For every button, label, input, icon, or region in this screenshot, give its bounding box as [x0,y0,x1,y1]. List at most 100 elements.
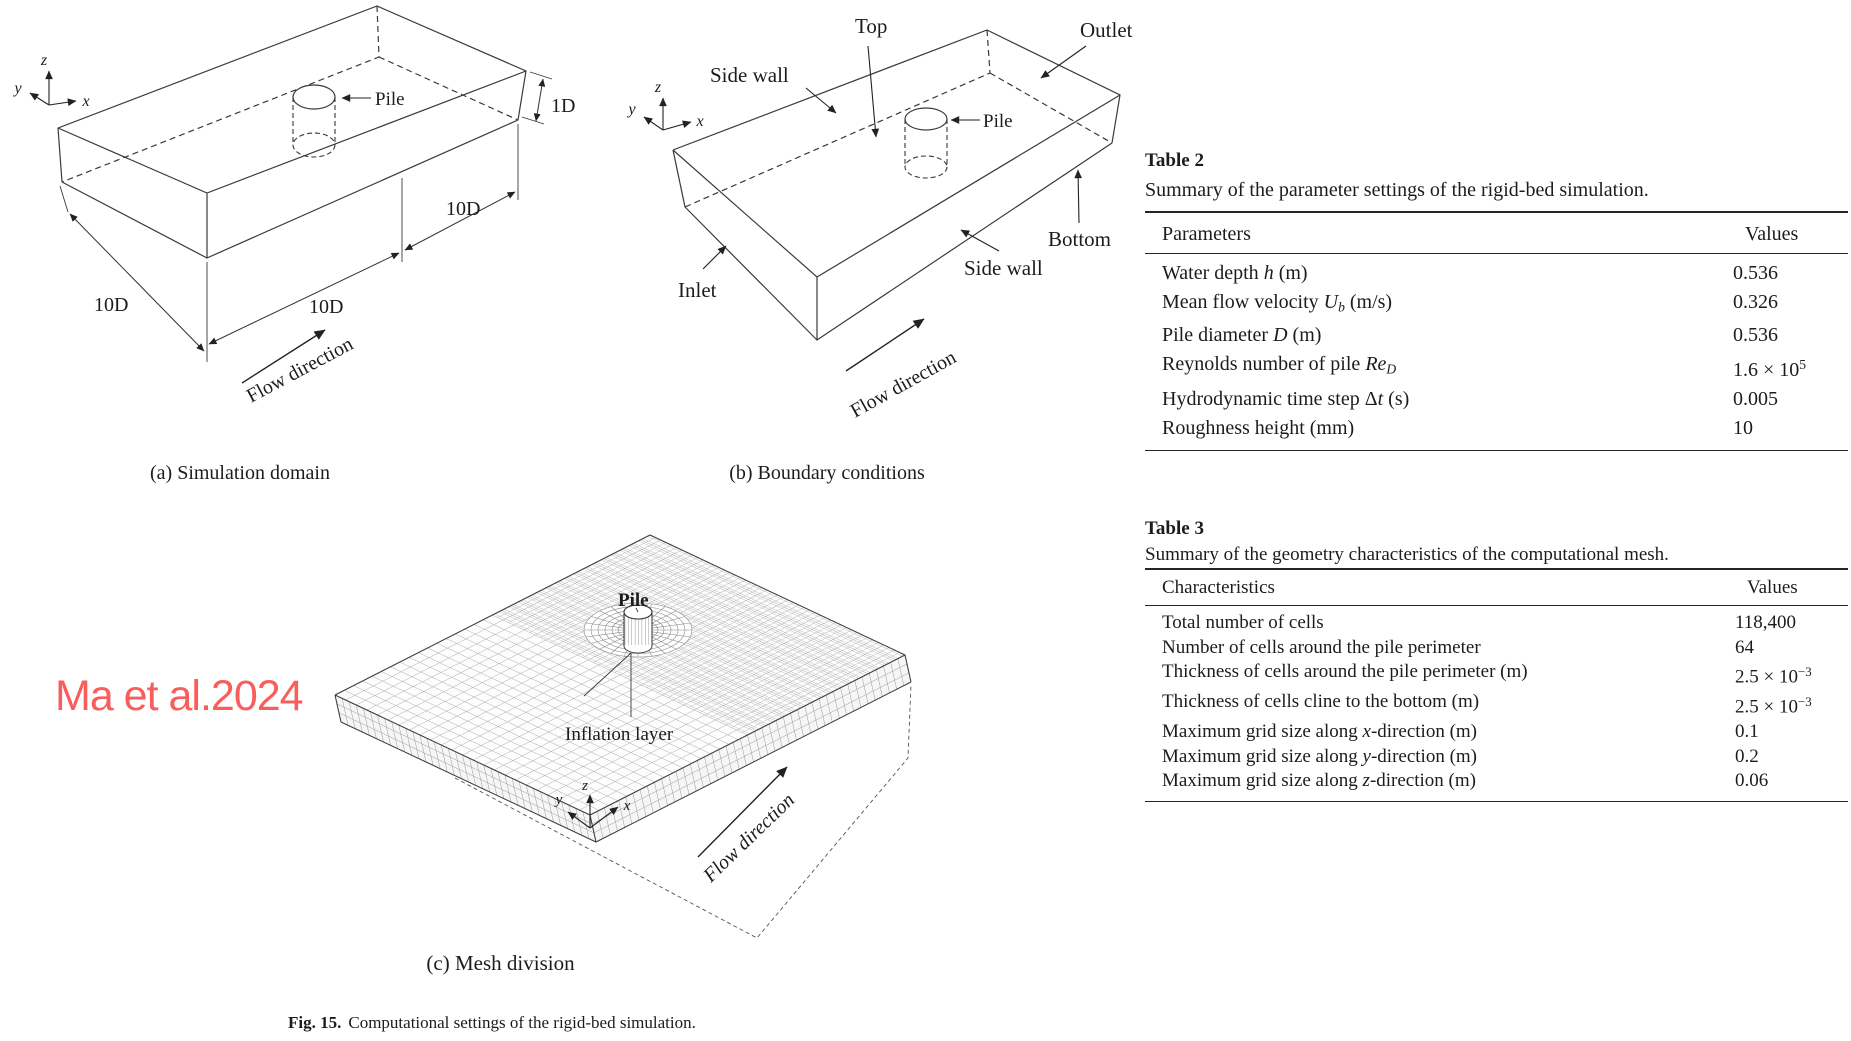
watermark-text: Ma et al.2024 [55,672,304,720]
table-3-title: Table 3 [1145,518,1204,539]
table-2-body: Water depth h (m) 0.536 Mean flow veloci… [1145,254,1848,450]
axis-x-label-b: x [695,113,703,130]
figure-caption-number: Fig. 15. [288,1013,342,1032]
axes-b: z x y [626,79,704,131]
side-wall-lower-label: Side wall [964,256,1043,280]
table-rule [1145,253,1848,254]
pile-cylinder [292,84,336,158]
side-wall-upper-arrow [805,87,837,114]
table-row: Maximum grid size along z-direction (m) … [1145,769,1848,794]
boundary-conditions-diagram: Top Side wall Outlet Pile Inlet Side wal… [626,14,1133,422]
top-arrow [867,45,880,138]
table-3-header: Characteristics Values [1145,570,1848,605]
param-label: Maximum grid size along z-direction (m) [1162,770,1476,792]
table-2-title: Table 2 [1145,150,1204,171]
param-value: 0.536 [1733,324,1778,347]
table-row: Water depth h (m) 0.536 [1145,259,1848,288]
table-row: Roughness height (mm) 10 [1145,414,1848,443]
pile-label: Pile [375,89,405,110]
table-3-caption: Summary of the geometry characteristics … [1145,544,1669,565]
axes-c: z x y [554,778,631,829]
axis-y-label-b: y [626,101,636,118]
param-value: 0.06 [1735,770,1769,792]
flow-direction-a-label: Flow direction [243,333,357,407]
param-label: Thickness of cells cline to the bottom (… [1162,691,1480,713]
param-value: 64 [1735,636,1754,658]
panel-a-caption: (a) Simulation domain [150,462,330,484]
outlet-label: Outlet [1080,18,1133,42]
param-label: Total number of cells [1162,612,1324,633]
column-header-values: Values [1745,223,1799,245]
table-2-caption: Summary of the parameter settings of the… [1145,179,1649,201]
dimension-1d: 1D [521,71,575,125]
table-rule [1145,605,1848,606]
dimension-10d-left: 10D [59,185,208,362]
flow-direction-c-label: Flow direction [698,789,799,887]
param-value: 2.5 × 10−3 [1735,664,1812,688]
table-2-header: Parameters Values [1145,213,1848,253]
dimension-10d-right: 10D [404,124,519,251]
axis-z-label-b: z [654,79,662,96]
flow-direction-c: Flow direction [697,766,799,887]
param-value: 2.5 × 10−3 [1735,694,1812,718]
table-row: Hydrodynamic time step Δt (s) 0.005 [1145,385,1848,414]
inlet-arrow [702,245,727,270]
dim-10d-left-label: 10D [94,294,128,316]
table-row: Number of cells around the pile perimete… [1145,636,1848,661]
simulation-domain-diagram: Pile 1D 10D 10D 10D Flow direction z x y [12,5,575,407]
flow-direction-a: Flow direction [241,329,357,407]
table-row: Maximum grid size along y-direction (m) … [1145,745,1848,770]
param-value: 0.2 [1735,745,1759,767]
param-value: 0.536 [1733,262,1778,284]
table-row: Reynolds number of pile ReD 1.6 × 105 [1145,350,1848,385]
table-row: Pile diameter D (m) 0.536 [1145,321,1848,350]
table-rule [1145,211,1848,213]
param-label: Hydrodynamic time step Δt (s) [1162,388,1410,411]
table-3: Table 3 Summary of the geometry characte… [1145,518,1848,803]
bottom-label: Bottom [1048,227,1111,251]
param-value: 118,400 [1735,612,1797,633]
outlet-arrow [1040,45,1087,79]
param-label: Pile diameter D (m) [1162,324,1322,347]
top-label: Top [855,14,887,38]
figure-caption: Fig. 15. Computational settings of the ri… [288,1013,696,1033]
pile-label-b: Pile [983,111,1013,132]
panel-b-caption: (b) Boundary conditions [729,462,925,484]
side-wall-lower-arrow [960,229,1000,252]
pile-cylinder-b [904,107,948,179]
figure-caption-text: Computational settings of the rigid-bed … [348,1013,696,1032]
param-label: Water depth h (m) [1162,262,1308,284]
inlet-label: Inlet [678,278,717,302]
pile-label-c-group: Pile [618,590,649,613]
domain-dashed-outline [454,683,912,939]
table-row: Total number of cells 118,400 [1145,611,1848,636]
table-row: Mean flow velocity Ub (m/s) 0.326 [1145,288,1848,321]
flow-direction-b: Flow direction [845,318,960,422]
dim-10d-right-label: 10D [446,198,480,220]
param-value: 1.6 × 105 [1733,357,1807,382]
mesh-slab [334,534,912,843]
column-header-characteristics: Characteristics [1162,577,1275,598]
table-rule [1145,450,1848,452]
domain-box-b [672,29,1121,341]
param-value: 10 [1733,417,1753,440]
column-header-values: Values [1747,577,1798,598]
side-wall-upper-label: Side wall [710,63,789,87]
axis-x-label-c: x [623,798,631,814]
flow-direction-b-label: Flow direction [847,346,960,422]
table-row: Thickness of cells around the pile perim… [1145,660,1848,690]
param-label: Mean flow velocity Ub (m/s) [1162,291,1393,315]
param-label: Maximum grid size along x-direction (m) [1162,721,1478,743]
table-3-body: Total number of cells 118,400 Number of … [1145,606,1848,801]
axis-x-label-a: x [81,93,89,110]
dimension-10d-middle: 10D [208,178,403,345]
dim-1d-label: 1D [551,95,575,117]
param-value: 0.326 [1733,291,1778,313]
param-label: Number of cells around the pile perimete… [1162,636,1481,658]
mesh-division-diagram: Pile Inflation layer z x y Flow directio… [334,534,912,939]
boundary-labels: Top Side wall Outlet Pile Inlet Side wal… [678,14,1133,302]
axis-z-label-c: z [581,778,588,794]
column-header-parameters: Parameters [1162,223,1251,245]
table-row: Maximum grid size along x-direction (m) … [1145,720,1848,745]
